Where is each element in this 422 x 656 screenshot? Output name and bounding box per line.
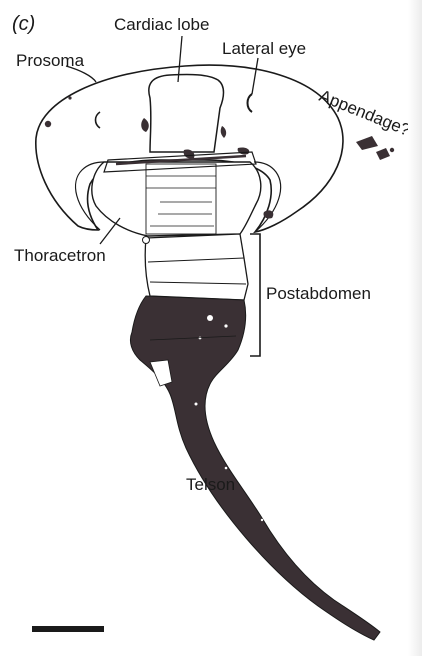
fossil-highlight xyxy=(224,324,228,328)
label-postabdomen: Postabdomen xyxy=(266,284,371,303)
postabdomen-segment xyxy=(149,281,247,285)
leader-prosoma xyxy=(65,65,97,83)
thoracetron xyxy=(91,161,262,237)
label-telson: Telson xyxy=(186,475,235,494)
prosoma-speck xyxy=(68,96,72,100)
lateral-eye-left xyxy=(94,111,101,129)
leader-cardiac-lobe xyxy=(177,35,183,83)
leader-thoracetron xyxy=(99,217,121,245)
prosoma-speck xyxy=(263,210,274,219)
thoracetron-axis xyxy=(145,163,217,235)
postabdomen-bracket xyxy=(250,233,261,357)
page-edge-shadow xyxy=(408,0,422,656)
fossil-crack xyxy=(149,335,237,341)
fossil-highlight xyxy=(149,359,173,387)
cardiac-lobe-spot-right xyxy=(220,126,227,138)
label-prosoma: Prosoma xyxy=(16,51,85,70)
appendage-fragment xyxy=(389,147,395,153)
telson xyxy=(129,295,381,641)
scale-bar xyxy=(32,626,104,632)
label-cardiac-lobe: Cardiac lobe xyxy=(114,15,209,34)
prosoma-speck xyxy=(183,149,195,159)
appendage-fragment xyxy=(356,136,378,150)
fossil-highlight xyxy=(224,466,228,470)
prosoma-inner-left xyxy=(74,161,105,231)
panel-label: (c) xyxy=(12,13,35,35)
postabdomen-segment xyxy=(147,257,245,263)
postabdomen-node xyxy=(142,236,150,244)
thoracetron-anterior-band xyxy=(103,151,257,173)
label-lateral-eye: Lateral eye xyxy=(222,39,306,58)
cardiac-lobe-spot xyxy=(141,118,149,132)
fossil-highlight xyxy=(194,402,198,406)
leader-lateral-eye xyxy=(251,57,259,95)
fossil-highlight xyxy=(260,518,264,522)
lateral-eye-right xyxy=(246,93,253,113)
postabdomen xyxy=(144,233,249,301)
thoracetron-anterior-dark xyxy=(115,154,247,166)
fossil-highlight xyxy=(207,315,213,321)
cardiac-lobe xyxy=(148,73,225,153)
appendage-fragment xyxy=(376,148,390,160)
fossil-highlight xyxy=(298,564,302,568)
prosoma-speck xyxy=(44,120,52,128)
label-thoracetron: Thoracetron xyxy=(14,246,106,265)
